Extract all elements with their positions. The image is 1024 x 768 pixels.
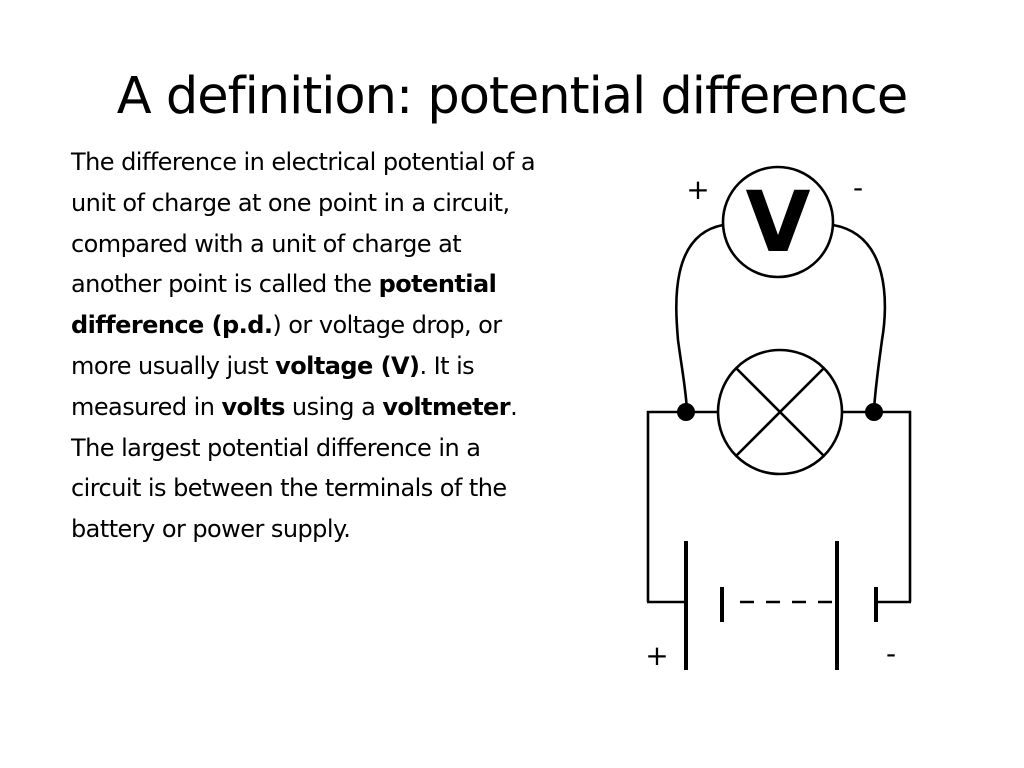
term-potential-difference: potential difference (p.d. — [71, 270, 497, 340]
body-segment: The difference in electrical potential o… — [71, 148, 536, 299]
body-segment: ) or voltage drop, or more usually just — [71, 311, 502, 380]
battery-minus-sign: - — [886, 637, 896, 670]
body-segment: . It is measured in — [71, 351, 475, 421]
term-voltage: voltage (V) — [275, 351, 420, 380]
battery-plus-sign: + — [645, 639, 668, 670]
voltmeter-lead-left — [675, 223, 724, 412]
lamp-cross-b — [735, 367, 825, 457]
body-segment: using a — [284, 392, 383, 421]
voltmeter: V + - — [686, 165, 863, 279]
voltmeter-circle — [721, 165, 835, 279]
battery: + - — [645, 541, 896, 670]
voltmeter-symbol: V — [745, 173, 810, 271]
voltmeter-plus-sign: + — [686, 173, 709, 206]
slide-title: A definition: potential difference — [116, 67, 908, 126]
voltmeter-minus-sign: - — [853, 171, 863, 204]
definition-paragraph: The difference in electrical potential o… — [71, 142, 541, 550]
body-segment: . The largest potential difference in a … — [71, 392, 518, 544]
term-volts: volts — [221, 392, 285, 421]
voltmeter-lead-right — [832, 223, 887, 412]
circuit-diagram: V + - + - — [645, 165, 912, 670]
term-voltmeter: voltmeter — [382, 392, 511, 421]
lamp — [716, 348, 844, 476]
